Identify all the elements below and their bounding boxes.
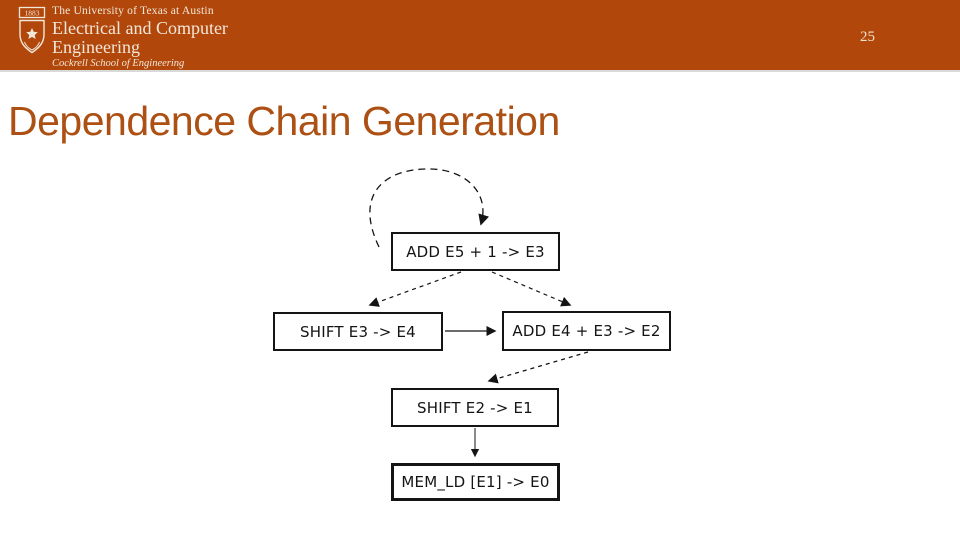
department-name-line1: Electrical and Computer [52,18,228,38]
header-bar: 1883 The University of Texas at Austin E… [0,0,960,72]
node-mem-ld: MEM_LD [E1] -> E0 [391,463,560,501]
node-shift-e3: SHIFT E3 -> E4 [273,312,443,351]
header-text-block: The University of Texas at Austin Electr… [52,5,228,70]
node-add-e5: ADD E5 + 1 -> E3 [391,232,560,271]
university-name: The University of Texas at Austin [52,5,214,17]
edge-n1-n3 [491,271,572,307]
school-name: Cockrell School of Engineering [52,58,185,69]
logo-year: 1883 [25,8,40,17]
node-add-e4: ADD E4 + E3 -> E2 [502,311,671,351]
ut-shield-logo-icon: 1883 [18,6,46,54]
node-shift-e2: SHIFT E2 -> E1 [391,388,559,427]
edge-n1-n2 [368,271,462,307]
edge-n3-n4 [487,351,589,384]
department-name-line2: Engineering [52,37,140,57]
page-title: Dependence Chain Generation [8,98,560,144]
page-number: 25 [860,29,875,45]
